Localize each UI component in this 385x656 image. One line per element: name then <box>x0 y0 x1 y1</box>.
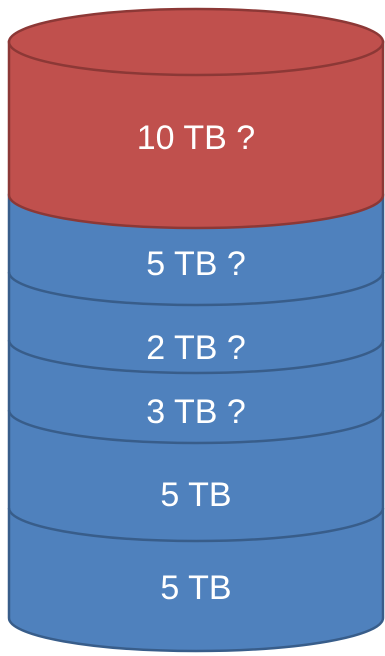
segment-divider <box>7 507 385 543</box>
cylinder-top-ellipse <box>7 7 385 77</box>
segment-label-5tb: 5 TB <box>160 569 231 607</box>
segment-label-5tb-unknown: 5 TB ? <box>146 245 246 283</box>
segment-label-5tb: 5 TB <box>160 476 231 514</box>
segment-divider <box>7 271 385 307</box>
red-cylinder-body <box>7 40 385 230</box>
segment-label-3tb-unknown: 3 TB ? <box>146 393 246 431</box>
segment-label-10tb: 10 TB ? <box>137 119 255 157</box>
segment-label-2tb-unknown: 2 TB ? <box>146 329 246 367</box>
segment-divider <box>7 409 385 445</box>
segment-divider <box>7 339 385 375</box>
